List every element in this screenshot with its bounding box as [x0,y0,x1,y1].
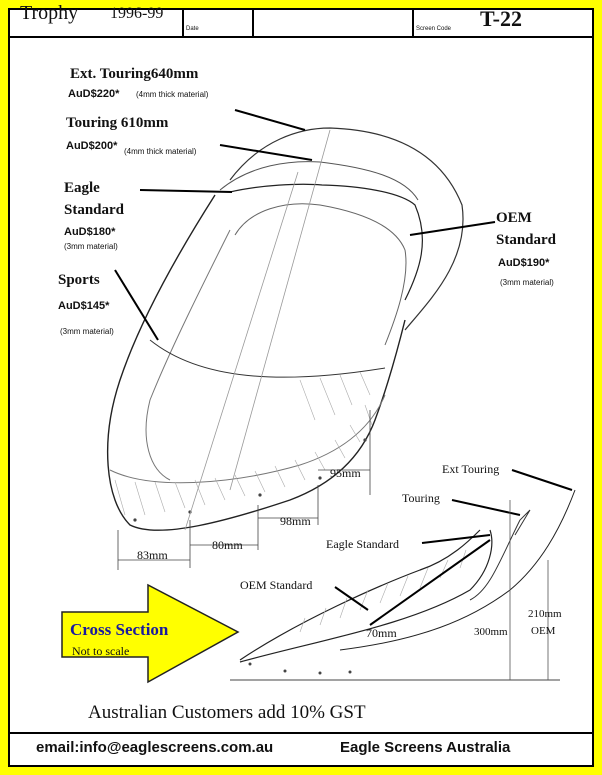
company-name: Eagle Screens Australia [340,739,511,756]
ext-touring-outline [229,127,464,331]
eagle-standard-label-2: Standard [64,202,125,218]
touring-note: (4mm thick material) [124,147,197,156]
ext-touring-price: AuD$220* [68,88,120,100]
dim-210: 210mm [528,608,562,620]
oem-standard-note: (3mm material) [500,278,554,287]
ext-touring-label: Ext. Touring640mm [70,66,199,82]
touring-label: Touring 610mm [66,115,169,131]
oem-standard-price: AuD$190* [498,257,550,269]
email-link[interactable]: email:info@eaglescreens.com.au [36,739,274,756]
footer-bar [8,732,594,767]
date-label: Date [186,26,199,32]
center-guide-2 [184,171,299,531]
screen-code-label: Screen Code [416,26,452,32]
screen-lower-edge [109,394,386,484]
dim-95: 95mm [330,466,361,480]
sports-note: (3mm material) [60,327,114,336]
oem-standard-label-2: Standard [496,232,557,248]
cs-ext-touring-label: Ext Touring [442,462,500,476]
sports-curve [149,339,386,378]
model-years: 1996-99 [110,5,164,22]
cross-section-arrow [61,583,240,684]
sports-price: AuD$145* [58,300,110,312]
header-date-cell [184,8,254,36]
header-title-cell [8,8,184,36]
not-to-scale: Not to scale [72,644,130,658]
eagle-standard-label-1: Eagle [64,180,100,196]
cross-section-touring [469,509,531,601]
cs-touring-label: Touring [402,491,440,505]
gst-note: Australian Customers add 10% GST [88,702,366,723]
header-blank-cell [254,8,414,36]
touring-price: AuD$200* [66,140,118,152]
dim-70: 70mm [366,626,397,640]
center-guide [229,129,331,491]
eagle-standard-note: (3mm material) [64,242,118,251]
page-title: Trophy [20,2,79,24]
cross-section-oem [239,529,481,661]
dim-oem: OEM [531,625,556,637]
cross-hatching [299,549,467,633]
dimension-lines [117,410,371,570]
cross-holes [248,662,352,675]
dim-300: 300mm [474,626,508,638]
eagle-standard-outline [229,183,424,301]
oem-standard-label-1: OEM [496,210,532,226]
oem-outline [234,203,407,346]
screen-code: T-22 [480,6,522,31]
cross-section-title: Cross Section [70,620,169,639]
eagle-standard-price: AuD$180* [64,226,116,238]
mounting-holes [133,438,367,522]
touring-outline [219,161,419,201]
cross-leaders [334,469,573,626]
sports-label: Sports [58,272,100,288]
dim-80: 80mm [212,538,243,552]
header-bar [8,8,594,38]
dim-83: 83mm [137,548,168,562]
cross-section-profile [239,529,493,663]
screen-left-edge [145,229,231,481]
cs-eagle-standard-label: Eagle Standard [326,537,399,551]
cs-oem-standard-label: OEM Standard [240,578,313,592]
screen-body [107,194,406,531]
ext-touring-note: (4mm thick material) [136,90,209,99]
hatching [114,371,373,516]
dim-98: 98mm [280,514,311,528]
cross-dims [509,500,549,680]
leader-lines [114,109,496,341]
